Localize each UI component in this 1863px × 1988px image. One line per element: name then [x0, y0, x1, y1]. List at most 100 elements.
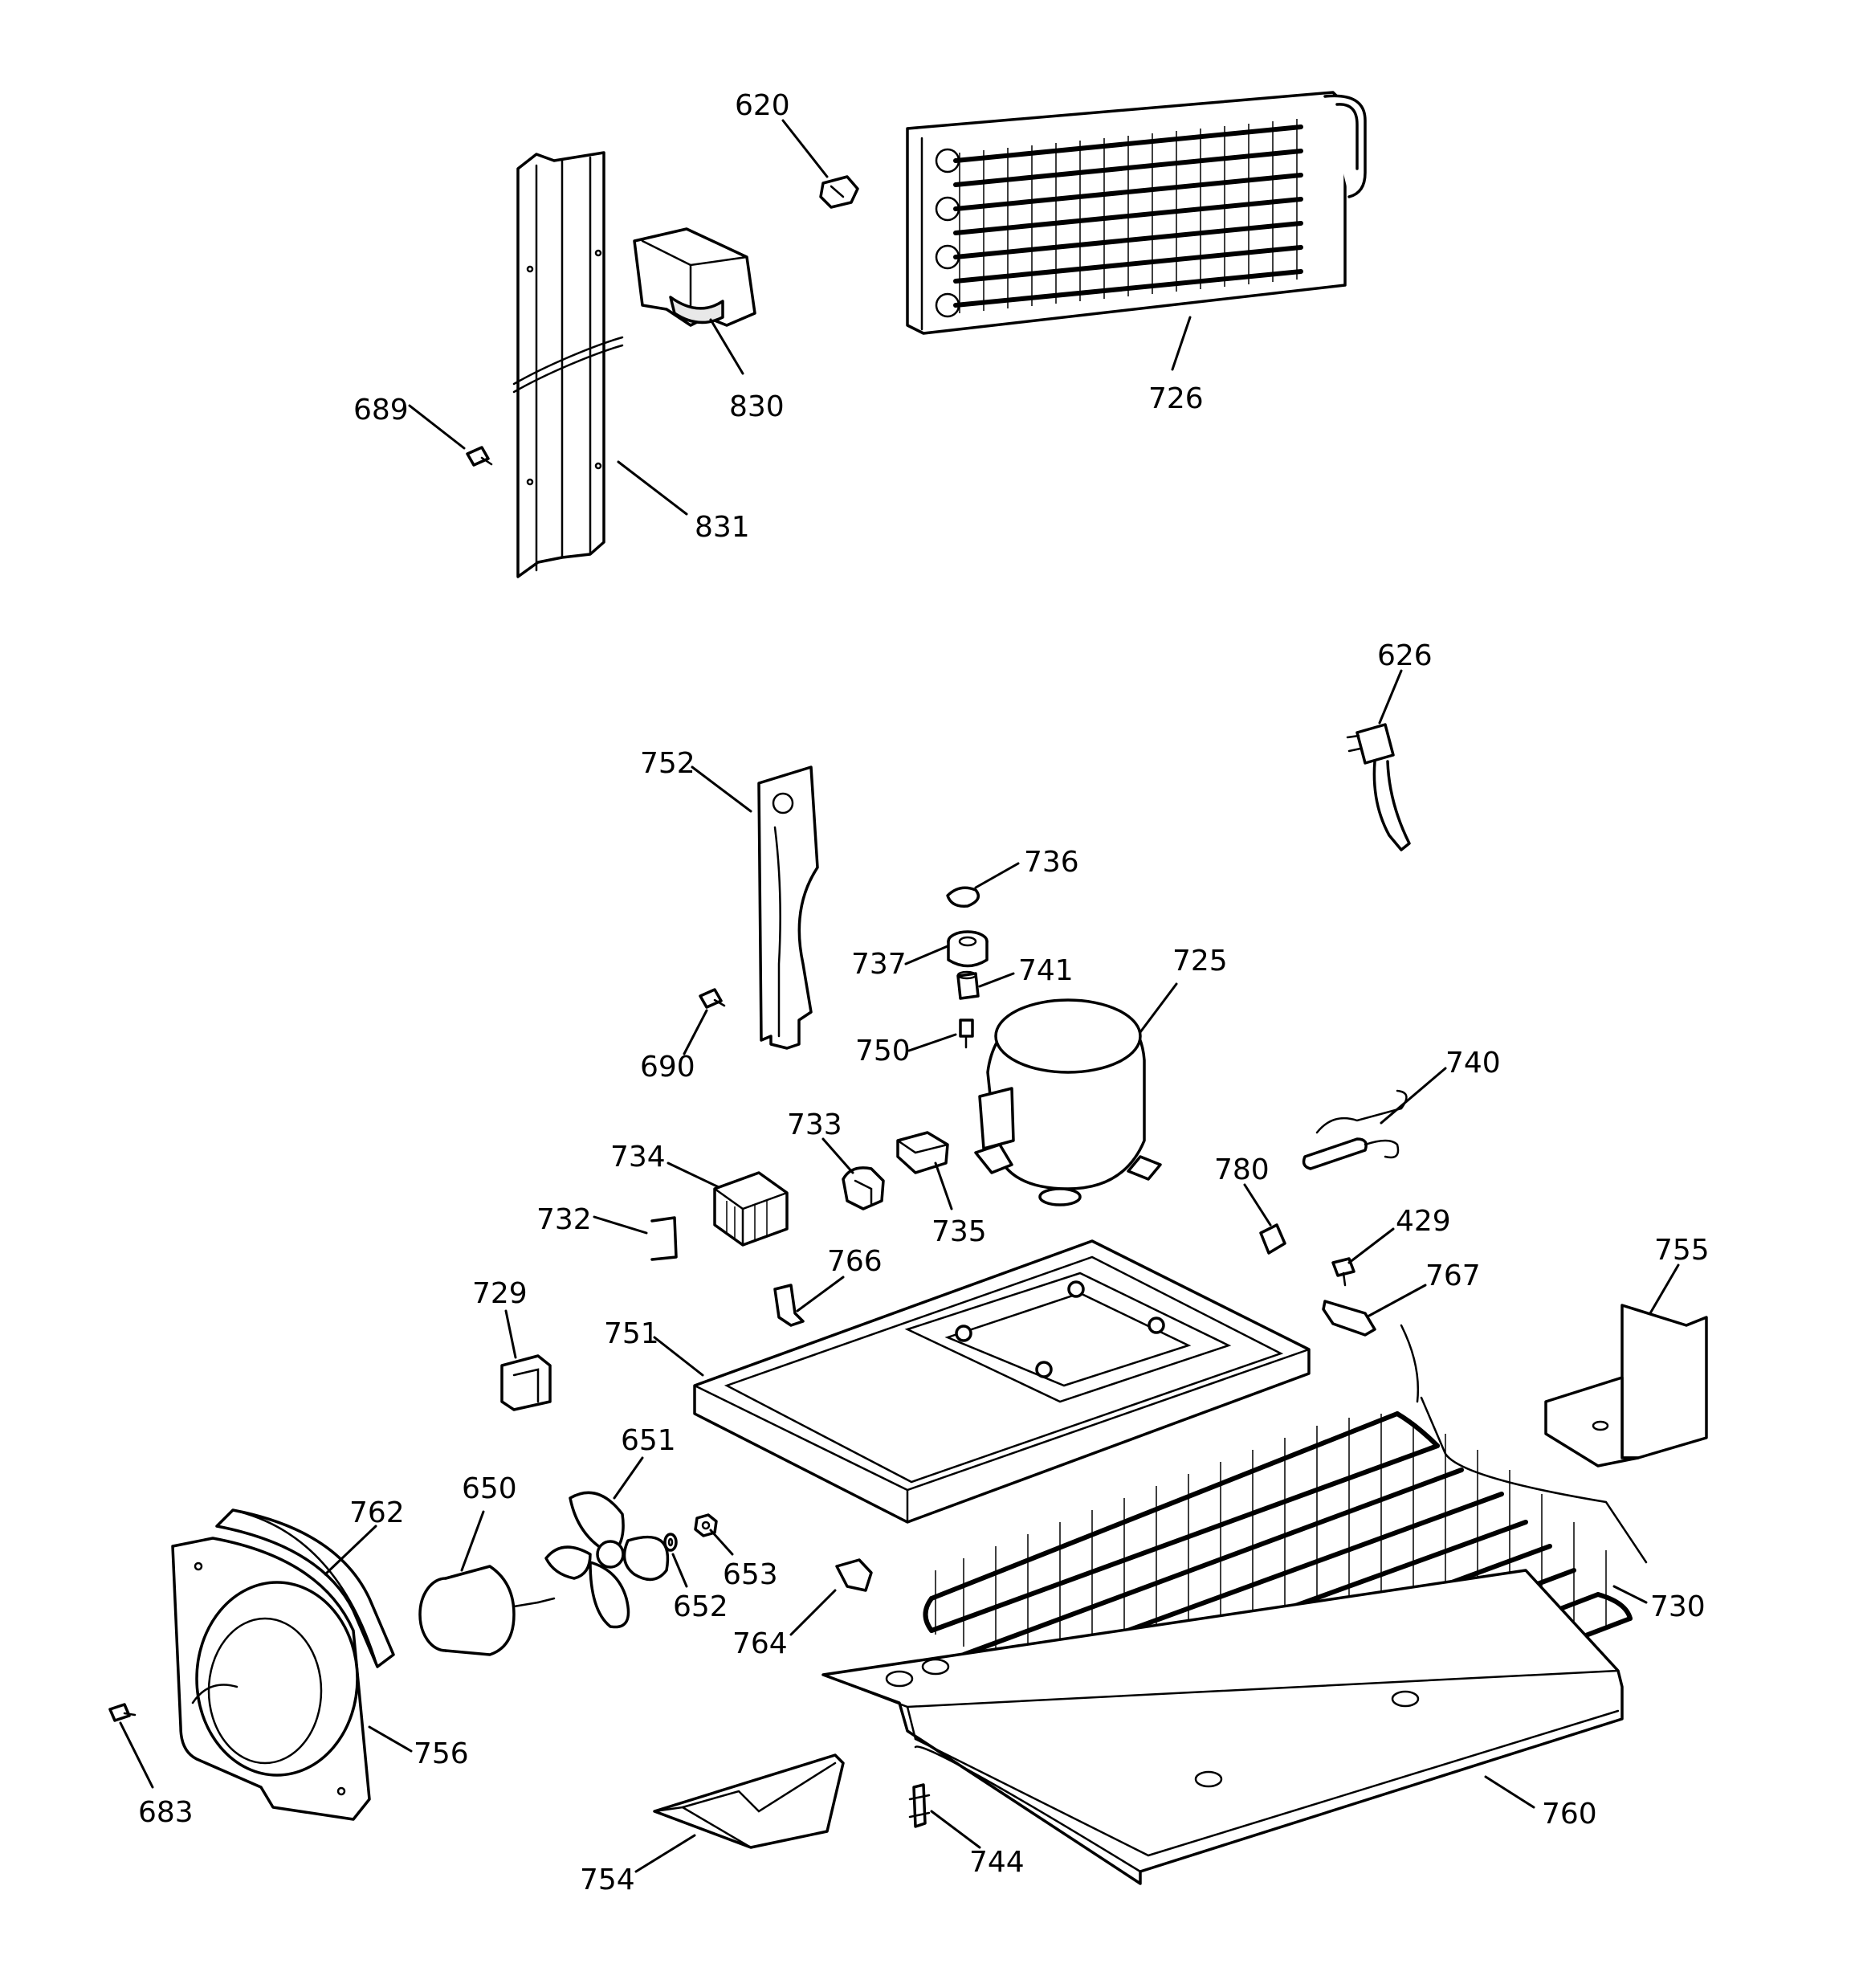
callout-label: 762 — [349, 1496, 405, 1529]
part-736-clip — [946, 886, 980, 908]
part-737-grommet — [947, 930, 989, 968]
callout-755: 755 — [1649, 1234, 1710, 1315]
part-652-washer — [663, 1533, 678, 1552]
callout-735: 735 — [932, 1161, 987, 1248]
callout-650: 650 — [460, 1472, 517, 1572]
callout-741: 741 — [978, 954, 1074, 988]
part-744-bracket — [908, 1783, 931, 1828]
callout-689: 689 — [353, 394, 466, 450]
part-733-relay — [842, 1166, 885, 1210]
callout-620: 620 — [735, 89, 829, 178]
part-760-base-pan — [821, 1569, 1624, 1885]
callout-label: 429 — [1396, 1205, 1451, 1238]
callout-label: 683 — [138, 1796, 194, 1829]
callout-label: 653 — [723, 1558, 778, 1591]
callout-690: 690 — [640, 1009, 708, 1084]
part-735-bracket — [896, 1131, 949, 1174]
callout-label: 780 — [1214, 1153, 1270, 1186]
callout-744: 744 — [930, 1810, 1025, 1879]
callout-756: 756 — [368, 1725, 469, 1770]
part-726-evaporator — [906, 91, 1367, 335]
callout-750: 750 — [855, 1033, 957, 1067]
part-762-foam-strip — [215, 1508, 395, 1668]
callout-label: 755 — [1654, 1234, 1710, 1267]
callout-label: 754 — [580, 1863, 635, 1896]
part-767-clamp — [1322, 1300, 1376, 1337]
part-626-power-cord — [1346, 723, 1411, 851]
part-651-fan-blade — [544, 1491, 670, 1629]
callout-736: 736 — [974, 846, 1079, 889]
callout-626: 626 — [1377, 639, 1433, 725]
callout-label: 690 — [640, 1051, 695, 1084]
part-764-clip — [835, 1558, 873, 1592]
callout-label: 620 — [735, 89, 790, 122]
callout-label: 751 — [604, 1317, 659, 1350]
callout-label: 744 — [969, 1846, 1025, 1879]
callout-label: 730 — [1650, 1590, 1706, 1623]
callout-740: 740 — [1380, 1047, 1501, 1125]
callout-label: 741 — [1018, 954, 1074, 987]
callout-label: 729 — [472, 1277, 528, 1310]
part-831-channel-bracket — [512, 151, 624, 578]
callout-767: 767 — [1368, 1259, 1481, 1317]
callout-label: 734 — [610, 1141, 666, 1174]
callout-651: 651 — [613, 1424, 676, 1500]
callout-831: 831 — [617, 460, 750, 544]
part-751-base-tray — [693, 1239, 1311, 1524]
part-756-fan-shroud — [171, 1537, 371, 1821]
callout-730: 730 — [1612, 1585, 1706, 1623]
callout-737: 737 — [851, 945, 949, 981]
part-755-corner-block — [1544, 1304, 1708, 1468]
callout-label: 650 — [462, 1472, 517, 1505]
callout-label: 830 — [729, 390, 785, 423]
callout-653: 653 — [709, 1529, 778, 1591]
callout-label: 736 — [1024, 846, 1079, 879]
callout-label: 737 — [851, 948, 907, 981]
callout-label: 767 — [1425, 1259, 1481, 1292]
callout-733: 733 — [787, 1108, 854, 1174]
callout-label: 689 — [353, 394, 409, 427]
callout-725: 725 — [1139, 945, 1228, 1034]
callout-label: 651 — [621, 1424, 676, 1457]
part-830-housing — [633, 227, 756, 327]
callout-764: 764 — [732, 1589, 837, 1660]
part-780-clip — [1259, 1223, 1286, 1255]
callout-752: 752 — [640, 747, 752, 813]
part-752-strap — [757, 765, 819, 1050]
part-690-screw — [699, 988, 726, 1009]
callout-760: 760 — [1484, 1775, 1597, 1831]
part-732-clip — [650, 1216, 678, 1261]
part-650-fan-motor — [418, 1565, 556, 1656]
part-740-spring — [1302, 1089, 1408, 1170]
callout-label: 725 — [1172, 945, 1228, 978]
callout-652: 652 — [671, 1553, 728, 1623]
callout-726: 726 — [1148, 316, 1204, 415]
callout-762: 762 — [324, 1496, 405, 1576]
callout-734: 734 — [610, 1141, 720, 1189]
callout-label: 750 — [855, 1035, 911, 1067]
callout-label: 764 — [732, 1627, 788, 1660]
callout-label: 652 — [673, 1590, 728, 1623]
callout-label: 740 — [1445, 1047, 1501, 1080]
callout-label: 831 — [695, 511, 750, 544]
callout-754: 754 — [580, 1834, 696, 1896]
part-620-clip — [819, 175, 859, 209]
part-683-screw — [108, 1703, 137, 1722]
callout-label: 766 — [827, 1245, 883, 1278]
part-754-deflector — [653, 1753, 845, 1849]
callout-683: 683 — [119, 1721, 194, 1829]
callout-label: 726 — [1148, 382, 1204, 415]
callout-label: 760 — [1542, 1798, 1597, 1831]
callout-label: 756 — [414, 1737, 469, 1770]
part-750-screw — [959, 1018, 974, 1049]
callout-label: 626 — [1377, 639, 1433, 672]
callout-766: 766 — [796, 1245, 883, 1312]
part-725-compressor — [974, 998, 1162, 1206]
callout-780: 780 — [1214, 1153, 1272, 1227]
callout-830: 830 — [709, 318, 785, 423]
callout-label: 752 — [640, 747, 695, 780]
callout-label: 732 — [536, 1203, 592, 1236]
callout-429: 429 — [1347, 1205, 1451, 1264]
part-689-screw — [466, 446, 493, 467]
